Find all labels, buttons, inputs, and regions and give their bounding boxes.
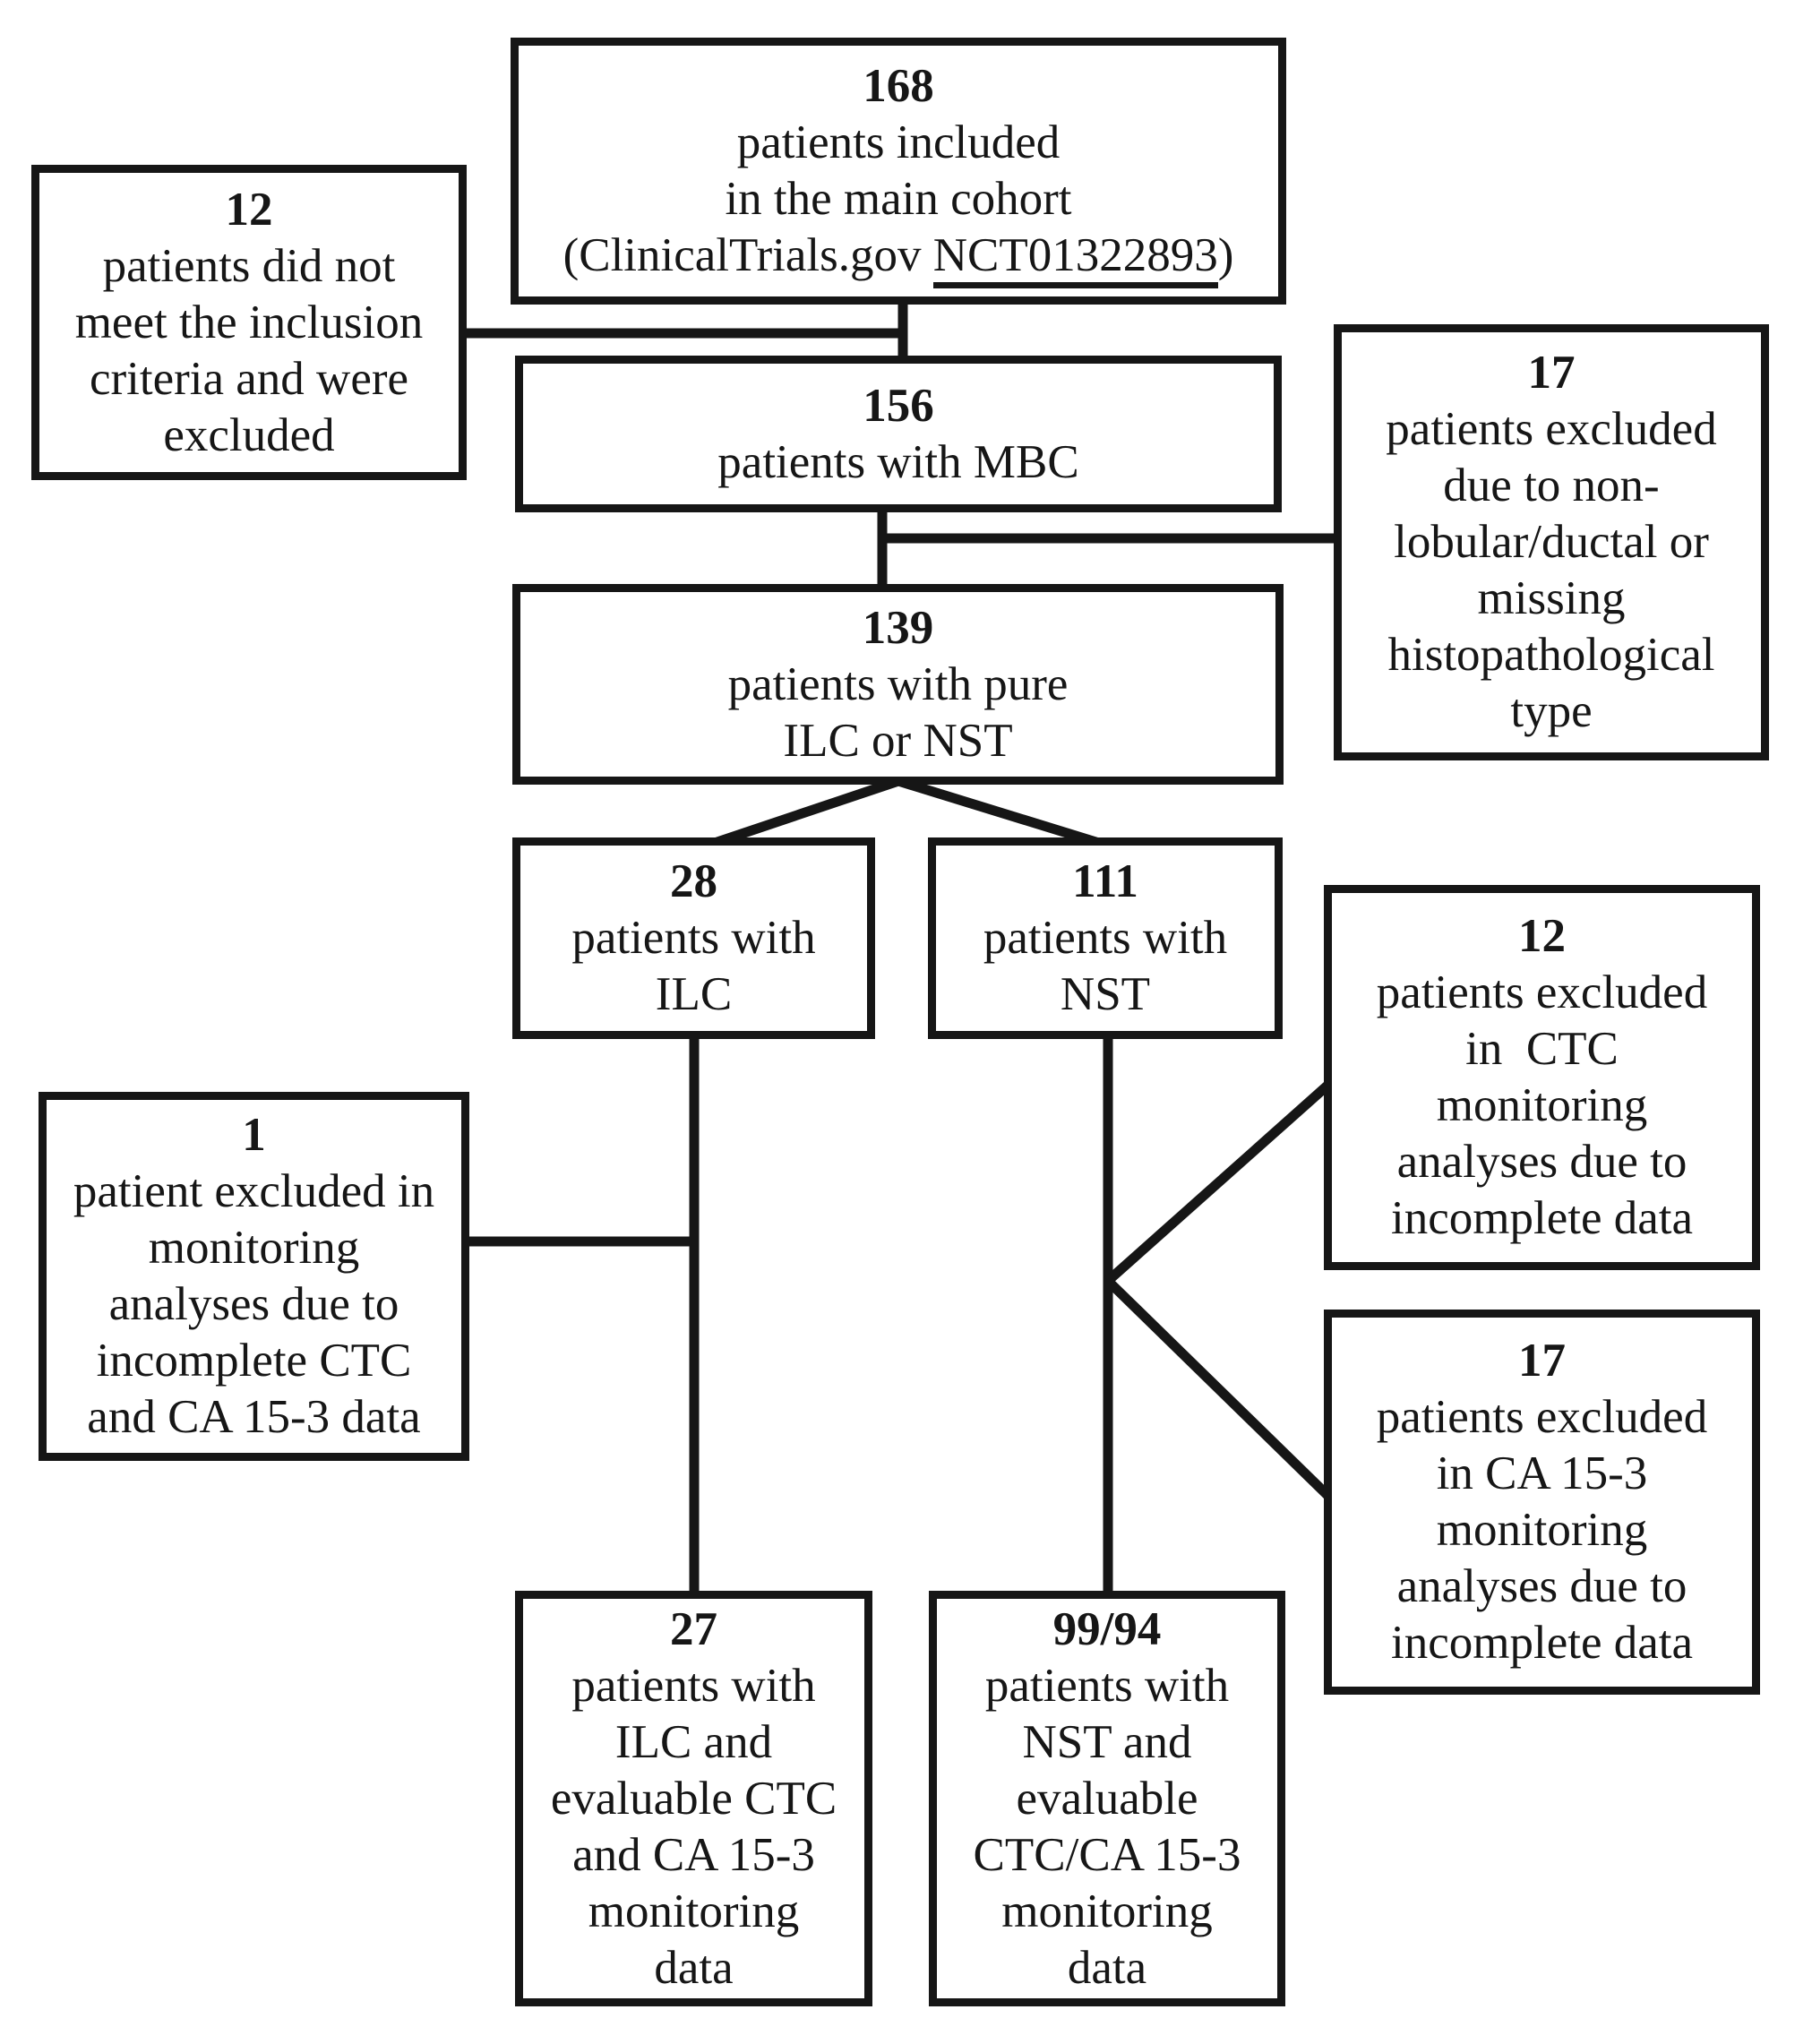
box-text-line: evaluable CTC	[550, 1772, 837, 1825]
box-text-line: monitoring	[148, 1222, 360, 1274]
box-text-line: lobular/ductal or	[1394, 516, 1709, 568]
box-text-line: monitoring	[1001, 1885, 1213, 1937]
box-text-line: NST	[1060, 968, 1151, 1020]
box-text-line: monitoring	[1436, 1079, 1648, 1131]
box-text-line: incomplete data	[1391, 1617, 1693, 1669]
box-text-line: patients with	[984, 1659, 1230, 1712]
box-text-line: missing	[1477, 572, 1626, 624]
box-text-line: patients excluded	[1386, 403, 1717, 455]
connector-to-excluded-ca153	[1104, 1277, 1340, 1507]
box-text-line: in the main cohort	[725, 173, 1072, 225]
box-count: 28	[670, 855, 717, 907]
box-text-line: and CA 15-3	[572, 1828, 815, 1881]
box-count: 17	[1527, 347, 1576, 399]
box-text-line: excluded	[163, 408, 335, 461]
connector-to-excluded-ctc	[1104, 1073, 1340, 1285]
box-text-line: data	[654, 1941, 734, 1994]
box-text-line: patients excluded	[1376, 1391, 1708, 1443]
box-text-line: due to non-	[1443, 459, 1660, 511]
box-count: 17	[1518, 1335, 1566, 1387]
connector-139-to-111	[897, 776, 1104, 849]
box-text-line: criteria and were	[89, 352, 409, 405]
registry-id: NCT01322893	[932, 229, 1218, 288]
box-text-line: patients with pure	[727, 657, 1069, 710]
box-text-line: patient excluded in	[73, 1165, 435, 1217]
box-text-line: incomplete data	[1391, 1192, 1693, 1244]
box-text-line: patients excluded	[1376, 966, 1708, 1018]
box-text-line: monitoring	[588, 1885, 800, 1937]
box-count: 27	[670, 1602, 717, 1655]
box-text-line: patients with MBC	[717, 435, 1079, 488]
box-text-line: patients with	[571, 1659, 816, 1712]
box-count: 12	[225, 183, 273, 236]
box-text-line: evaluable	[1016, 1772, 1198, 1825]
box-text-line: analyses due to	[108, 1278, 399, 1330]
registry-line: (ClinicalTrials.gov NCT01322893)	[562, 228, 1234, 288]
box-text-line: CTC/CA 15-3	[973, 1828, 1241, 1881]
box-count: 99/94	[1052, 1602, 1162, 1655]
registry-suffix: )	[1217, 229, 1234, 281]
box-text-line: and CA 15-3 data	[87, 1391, 421, 1443]
box-text-line: incomplete CTC	[96, 1335, 412, 1387]
box-text-line: patients included	[736, 116, 1061, 168]
box-text-line: patients with	[571, 912, 816, 964]
box-text-line: ILC or NST	[783, 714, 1013, 767]
box-text-line: ILC	[655, 968, 733, 1020]
connector-139-to-28	[710, 776, 900, 849]
flow-box-mbc: 156 patients with MBC	[515, 356, 1282, 512]
box-text: patients with MBC	[717, 434, 1078, 491]
box-count: 1	[242, 1109, 266, 1161]
box-text-line: data	[1067, 1941, 1147, 1994]
box-count: 168	[863, 60, 934, 112]
box-text-line: type	[1510, 685, 1593, 737]
box-text-line: analyses due to	[1396, 1136, 1687, 1188]
box-text-line: analyses due to	[1396, 1560, 1687, 1612]
box-text-line: NST and	[1022, 1715, 1192, 1768]
box-count: 111	[1072, 855, 1138, 907]
box-text-line: patients did not	[102, 239, 396, 292]
registry-prefix: (ClinicalTrials.gov	[562, 229, 933, 281]
box-count: 12	[1518, 910, 1566, 962]
box-count: 156	[863, 379, 934, 432]
box-text-line: monitoring	[1436, 1504, 1648, 1556]
box-count: 139	[862, 601, 934, 654]
box-text-line: in CA 15-3	[1436, 1447, 1648, 1499]
box-text-line: in CTC	[1465, 1023, 1619, 1075]
box-text-line: histopathological	[1387, 629, 1715, 681]
box-text-line: ILC and	[614, 1715, 773, 1768]
box-text-line: patients with	[983, 912, 1228, 964]
box-text-line: meet the inclusion	[74, 296, 424, 348]
